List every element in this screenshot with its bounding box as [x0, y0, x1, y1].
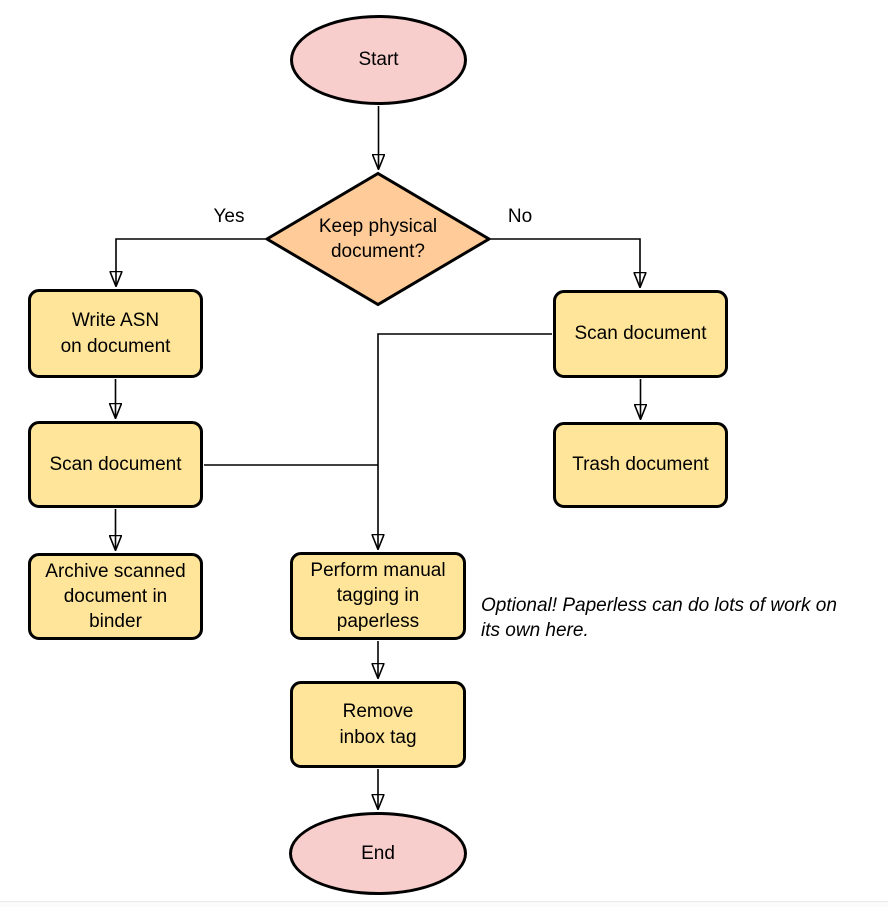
perform-tagging-label: Perform manual tagging in paperless [310, 560, 446, 632]
decision-label: Keep physical document? [318, 215, 438, 262]
process-scan-document-right: Scan document [553, 290, 728, 378]
end-label: End [361, 842, 395, 864]
start-label: Start [358, 49, 399, 71]
page-edge-strip [0, 902, 888, 907]
process-scan-document-left: Scan document [28, 421, 203, 508]
process-archive-scanned-document: Archive scanned document in binder [28, 553, 203, 640]
end-terminator: End [289, 812, 467, 895]
start-terminator: Start [290, 15, 467, 105]
decision-keep-physical-document: Keep physical document? [264, 171, 492, 307]
process-trash-document: Trash document [553, 422, 728, 508]
write-asn-label: Write ASN on document [60, 310, 171, 357]
process-remove-inbox-tag: Remove inbox tag [290, 681, 466, 768]
edge-label-yes: Yes [213, 206, 245, 227]
connector-decision-yes-to-write-asn [116, 238, 265, 286]
optional-annotation: Optional! Paperless can do lots of work … [481, 595, 837, 641]
scan-document-right-label: Scan document [574, 323, 707, 345]
process-write-asn-on-document: Write ASN on document [28, 289, 203, 378]
edge-label-no: No [507, 206, 533, 227]
scan-document-left-label: Scan document [49, 453, 182, 475]
connector-scan-right-to-perform [378, 333, 552, 549]
decision-diamond-shape [264, 171, 492, 307]
archive-label: Archive scanned document in binder [45, 560, 186, 633]
process-perform-manual-tagging: Perform manual tagging in paperless [290, 552, 466, 640]
remove-inbox-tag-label: Remove inbox tag [339, 701, 417, 748]
trash-document-label: Trash document [572, 454, 709, 476]
page-edge-line [0, 901, 888, 902]
connector-decision-no-to-scan-right [491, 238, 640, 287]
